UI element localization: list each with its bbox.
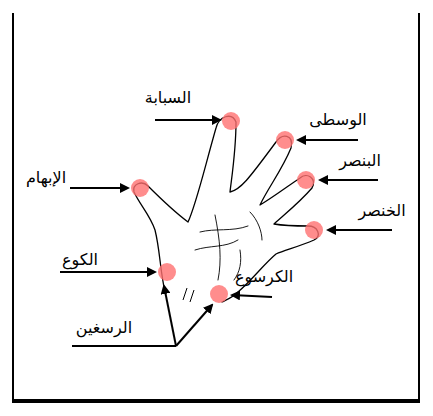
point-dot [158, 263, 176, 281]
part-label: الإبهام [26, 168, 66, 187]
part-label: السبابة [145, 88, 191, 107]
point-dot [131, 179, 149, 197]
point-dot [276, 131, 294, 149]
leader-arrow [298, 139, 358, 141]
frame-side [13, 13, 419, 402]
part-label: البنصر [339, 151, 381, 170]
part-label: الرسغين [76, 318, 132, 337]
leader-line [72, 345, 176, 347]
leader-arrows [60, 120, 392, 346]
part-label: الكرسوع [235, 267, 293, 286]
leader-arrow [155, 119, 220, 121]
leader-arrow [320, 179, 378, 181]
leader-arrow [176, 305, 212, 346]
point-dot [210, 285, 228, 303]
part-label: الكوع [62, 250, 98, 269]
hand-outline [134, 116, 319, 302]
wrist-mark [183, 288, 194, 302]
leader-arrow [232, 295, 272, 297]
leader-arrow [328, 229, 392, 231]
part-label: الخنصر [358, 201, 405, 220]
leader-arrow [60, 271, 155, 273]
point-dot [297, 171, 315, 189]
leader-arrow [70, 187, 128, 189]
point-dot [222, 112, 240, 130]
part-label: الوسطى [309, 110, 366, 129]
point-dot [305, 221, 323, 239]
point-marks [131, 112, 323, 303]
frame-bottom [12, 399, 420, 403]
leader-arrow [164, 286, 176, 346]
